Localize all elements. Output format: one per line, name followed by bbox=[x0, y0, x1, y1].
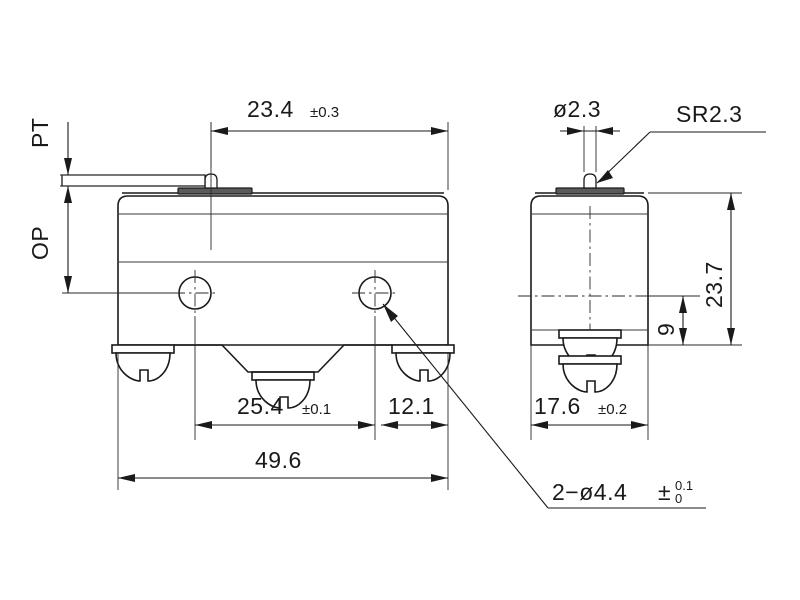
leader-line-hole-note bbox=[382, 303, 549, 509]
arrowhead-top bbox=[679, 296, 687, 313]
arrowhead-down bbox=[64, 276, 72, 293]
leader-arrowhead-sr bbox=[597, 170, 613, 183]
dim-value-23-4: 23.4 bbox=[247, 96, 294, 122]
arrowhead-right bbox=[358, 421, 375, 429]
terminal-center bbox=[251, 371, 315, 409]
actuator-lever bbox=[61, 174, 206, 187]
dim-pt: PT bbox=[27, 118, 120, 176]
dim-mount-height: 9 bbox=[648, 295, 700, 345]
terminal-right bbox=[391, 344, 455, 382]
dim-plunger-offset: 23.4 ±0.3 bbox=[210, 96, 449, 190]
side-view bbox=[518, 126, 672, 393]
dim-value-12-1: 12.1 bbox=[388, 393, 435, 419]
dim-value-25-4: 25.4 bbox=[237, 393, 284, 419]
label-sr2-3: SR2.3 bbox=[676, 101, 742, 127]
dim-value-d2-3: ø2.3 bbox=[553, 96, 601, 122]
arrowhead-down bbox=[64, 158, 72, 175]
terminal-left bbox=[111, 344, 175, 382]
note-tol-lower: 0 bbox=[675, 491, 682, 506]
side-terminal-lower bbox=[558, 355, 622, 393]
dim-tol-23-4: ±0.3 bbox=[310, 104, 339, 121]
dim-value-17-6: 17.6 bbox=[534, 393, 581, 419]
note-hole-prefix: 2−ø4.4 bbox=[552, 479, 627, 505]
note-mounting-holes: 2−ø4.4 ± 0.1 0 bbox=[382, 303, 706, 509]
dim-overall-length: 49.6 bbox=[117, 353, 449, 490]
side-plunger-pin bbox=[583, 173, 597, 189]
note-tol-upper: 0.1 bbox=[675, 478, 693, 493]
dim-hole-spacing: 25.4 ±0.1 bbox=[194, 316, 376, 440]
arrowhead-left bbox=[118, 474, 135, 482]
arrowhead-inward-right bbox=[596, 127, 613, 135]
arrowhead-right bbox=[431, 127, 448, 135]
arrowhead-left bbox=[531, 421, 548, 429]
dim-overall-width: 17.6 ±0.2 bbox=[530, 345, 649, 440]
note-plunger-radius: SR2.3 bbox=[596, 101, 766, 184]
dim-plunger-diameter: ø2.3 bbox=[553, 96, 620, 135]
label-op: OP bbox=[27, 226, 53, 260]
dim-tol-17-6: ±0.2 bbox=[598, 401, 627, 418]
arrowhead-bottom bbox=[679, 328, 687, 345]
front-bottom-step-profile bbox=[174, 344, 392, 373]
side-body-outline bbox=[530, 195, 649, 346]
arrowhead-left bbox=[381, 421, 398, 429]
arrowhead-right bbox=[431, 421, 448, 429]
arrowhead-right bbox=[431, 474, 448, 482]
note-hole-pm: ± bbox=[658, 479, 671, 505]
front-plunger-seat-plate bbox=[177, 187, 253, 195]
arrowhead-right bbox=[631, 421, 648, 429]
label-pt: PT bbox=[27, 118, 53, 148]
side-plunger-seat-plate bbox=[555, 187, 625, 195]
arrowhead-bottom bbox=[727, 328, 735, 345]
arrowhead-up bbox=[64, 186, 72, 203]
arrowhead-inward-left bbox=[567, 127, 584, 135]
dim-overall-height: 23.7 bbox=[648, 192, 742, 346]
dim-op: OP bbox=[27, 185, 120, 293]
arrowhead-left bbox=[211, 127, 228, 135]
arrowhead-left bbox=[195, 421, 212, 429]
front-view bbox=[61, 122, 455, 409]
dim-value-49-6: 49.6 bbox=[255, 447, 302, 473]
dim-value-9: 9 bbox=[653, 323, 679, 336]
dim-tol-25-4: ±0.1 bbox=[302, 401, 331, 418]
dim-right-edge-offset: 12.1 bbox=[381, 353, 449, 440]
dim-value-23-7: 23.7 bbox=[701, 261, 727, 308]
arrowhead-top bbox=[727, 193, 735, 210]
leader-arrowhead bbox=[383, 304, 398, 322]
